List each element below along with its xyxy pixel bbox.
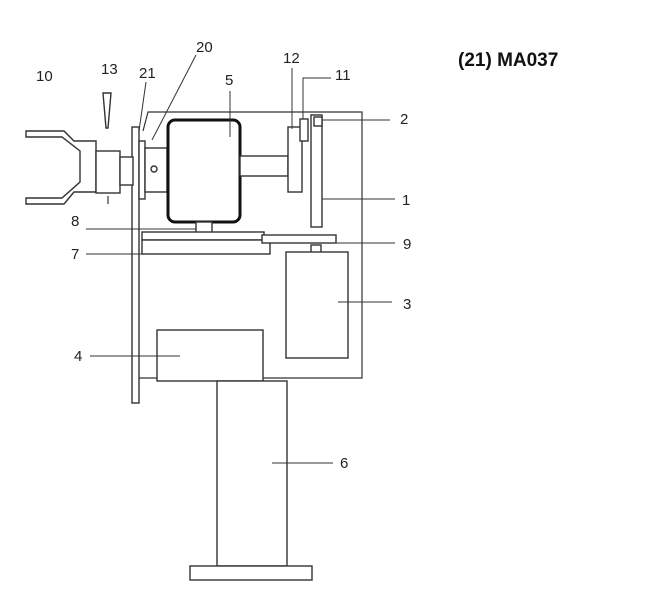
control-box-3 [285,251,349,359]
label-21: 21 [139,65,156,82]
part-13-marker [102,92,112,129]
gripper-hub [95,150,121,194]
motor-shaft [239,155,289,177]
flange-outer [138,140,146,200]
clamp-11 [299,118,309,142]
vertical-plate [131,126,140,404]
label-5: 5 [225,72,233,89]
label-4: 4 [74,348,82,365]
document-id: (21) MA037 [458,50,559,71]
belt-plate-1 [310,114,323,228]
label-12: 12 [283,50,300,67]
label-7: 7 [71,246,79,263]
leader-20 [151,54,197,141]
label-10: 10 [36,68,53,85]
label-6: 6 [340,455,348,472]
label-9: 9 [403,236,411,253]
pulley-12 [287,126,303,193]
label-8: 8 [71,213,79,230]
gripper-jaw [25,130,97,205]
ground-base [189,565,313,581]
label-2: 2 [400,111,408,128]
label-13: 13 [101,61,118,78]
leader-11 [302,77,331,119]
motor-body [166,118,242,224]
coupling [119,156,134,186]
label-11: 11 [335,67,351,84]
flange-bolt [150,165,158,173]
base-plate-7 [141,239,271,255]
label-3: 3 [403,296,411,313]
label-20: 20 [196,39,213,56]
support-column-6 [216,380,288,567]
pin-2 [313,116,323,127]
base-plate-upper [141,231,265,241]
belt-9 [261,234,337,244]
label-1: 1 [402,192,410,209]
housing-frame [142,111,363,379]
leader-21 [138,81,147,132]
